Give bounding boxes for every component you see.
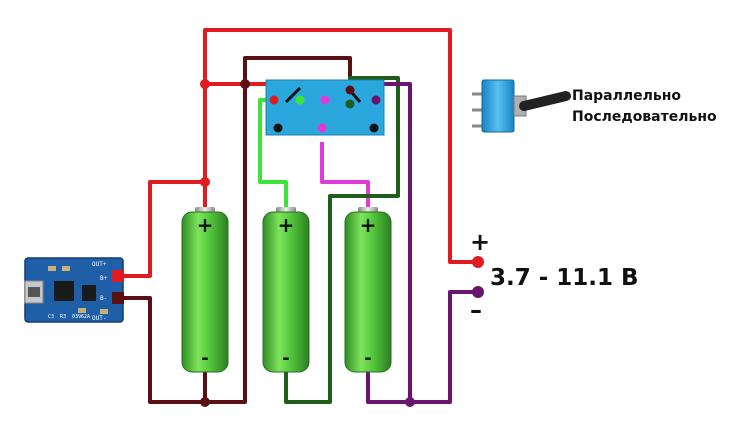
label-series: Последовательно	[572, 109, 717, 125]
junction-output-plus	[472, 256, 484, 268]
switch-pin-4	[345, 85, 355, 95]
switch-pin-1	[269, 95, 279, 105]
label-b-plus: B+	[100, 275, 108, 282]
pad-b-plus	[112, 270, 124, 282]
battery-3-body	[344, 211, 392, 373]
battery-1-minus: -	[201, 348, 208, 369]
switch-pin-3	[320, 95, 330, 105]
label-b-minus: B-	[100, 295, 107, 302]
switch-pin-7	[317, 123, 327, 133]
label-out-plus: OUT+	[92, 261, 107, 268]
pad-b-minus	[112, 292, 124, 304]
dark-green-wire	[284, 76, 400, 404]
label-r3: R3	[60, 314, 66, 320]
red-wire-to-switch	[205, 82, 276, 98]
switch-lever-1	[284, 86, 302, 104]
battery-1-plus: +	[197, 213, 214, 237]
battery-3-plus: +	[360, 213, 377, 237]
switch-pin-8	[345, 99, 355, 109]
toggle-lever	[519, 91, 571, 111]
battery-2-minus: -	[282, 348, 289, 369]
charger-chip	[54, 281, 74, 301]
label-voltage: 3.7 - 11.1 В	[490, 265, 639, 291]
dark-wire-charger-negative	[120, 56, 352, 404]
junction-purple-bottom	[405, 397, 415, 407]
slide-switch	[265, 79, 385, 136]
usb-port-slot	[28, 287, 40, 297]
charger-module: OUT+ OUT- B+ B- 03962A C3 R3	[24, 257, 124, 323]
battery-1-body	[181, 211, 229, 373]
junction-red-top	[200, 79, 210, 89]
junctions	[200, 79, 484, 407]
label-chip: 03962A	[72, 314, 90, 320]
toggle-switch-icon	[472, 79, 571, 133]
switch-pin-6	[273, 123, 283, 133]
smd-4	[100, 309, 108, 314]
label-c3: C3	[48, 314, 54, 320]
battery-2-plus: +	[278, 213, 295, 237]
switch-pin-2	[295, 95, 305, 105]
junction-dark-top	[240, 79, 250, 89]
toggle-body	[481, 79, 515, 133]
smd-2	[62, 266, 70, 271]
junction-dark-bottom	[200, 397, 210, 407]
battery-1: + -	[181, 207, 229, 373]
smd-1	[48, 266, 56, 271]
switch-pin-9	[369, 123, 379, 133]
purple-wire	[366, 290, 478, 404]
battery-2: + -	[262, 207, 310, 373]
switch-pin-5	[371, 95, 381, 105]
junction-output-minus	[472, 286, 484, 298]
label-output-plus: +	[470, 228, 490, 256]
junction-red-left	[200, 177, 210, 187]
battery-3: + -	[344, 207, 392, 373]
label-out-minus: OUT-	[92, 315, 106, 322]
battery-3-minus: -	[364, 348, 371, 369]
red-wire-to-charger	[120, 180, 207, 278]
battery-2-body	[262, 211, 310, 373]
label-output-minus: –	[470, 296, 482, 324]
label-parallel: Параллельно	[572, 88, 681, 104]
smd-3	[78, 308, 86, 313]
charger-chip-2	[82, 285, 96, 301]
